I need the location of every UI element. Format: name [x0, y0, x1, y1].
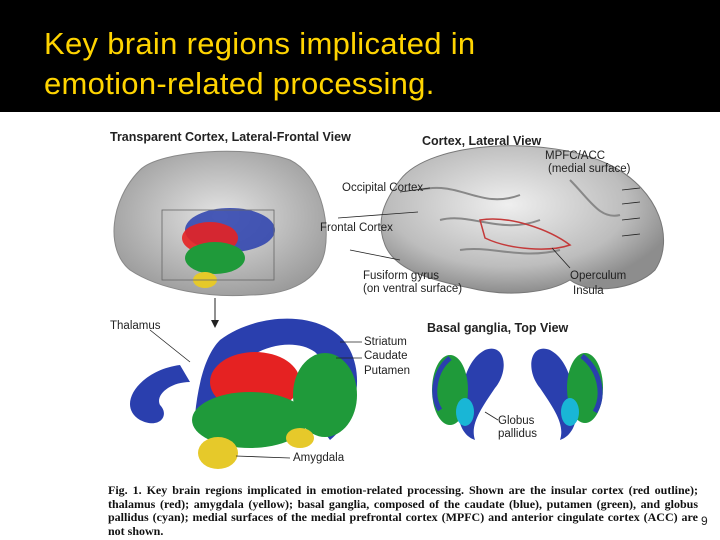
label-pallidus: pallidus [498, 428, 537, 440]
putamen-green-right [293, 353, 357, 437]
bg-right-pallidus [561, 398, 579, 426]
label-globus: Globus [498, 415, 535, 427]
label-operculum: Operculum [570, 270, 627, 282]
putamen-green [192, 392, 308, 448]
bg-left-pallidus [456, 398, 474, 426]
amygdala-yellow-right [286, 428, 314, 448]
brain-figure: Transparent Cortex, Lateral-Frontal View… [100, 120, 700, 540]
insula-outline [479, 218, 572, 250]
page-number: 9 [701, 514, 708, 528]
bounding-box [161, 209, 275, 281]
caption-prefix: Fig. 1. [108, 483, 142, 497]
caudate-blue [195, 318, 358, 440]
title-bar [0, 0, 720, 112]
basal-ganglia-top-view [432, 348, 603, 440]
label-striatum: Striatum [364, 336, 407, 348]
label-putamen: Putamen [364, 365, 411, 377]
transparent-cortex-view [113, 150, 327, 328]
caption-text: Key brain regions implicated in emotion-… [108, 483, 699, 538]
figure-caption: Fig. 1. Key brain regions implicated in … [108, 483, 699, 538]
panel-title-transparent-cortex: Transparent Cortex, Lateral-Frontal View [110, 130, 351, 144]
lateral-cortex [380, 145, 665, 294]
label-frontal-cortex: Frontal Cortex [320, 222, 393, 234]
label-insula: Insula [573, 285, 604, 297]
label-on-ventral-surface: (on ventral surface) [363, 283, 463, 295]
label-occipital-cortex: Occipital Cortex [342, 182, 424, 194]
label-caudate: Caudate [364, 350, 408, 362]
label-mpfc-acc: MPFC/ACC [545, 150, 606, 162]
brain-illustration [113, 145, 665, 469]
slide-title: Key brain regions implicated in emotion-… [44, 26, 476, 101]
label-amygdala: Amygdala [293, 452, 345, 464]
amygdala-yellow [198, 437, 238, 469]
putamen-green-top [185, 242, 245, 274]
caudate-tail-left [129, 365, 190, 424]
label-fusiform-gyrus: Fusiform gyrus [363, 270, 440, 282]
subcortical-view [129, 318, 362, 469]
cortex-lateral-view [337, 145, 665, 294]
label-thalamus: Thalamus [110, 320, 161, 332]
label-medial-surface: (medial surface) [548, 163, 631, 175]
panel-title-basal-ganglia: Basal ganglia, Top View [427, 321, 569, 335]
panel-title-cortex-lateral: Cortex, Lateral View [422, 134, 542, 148]
